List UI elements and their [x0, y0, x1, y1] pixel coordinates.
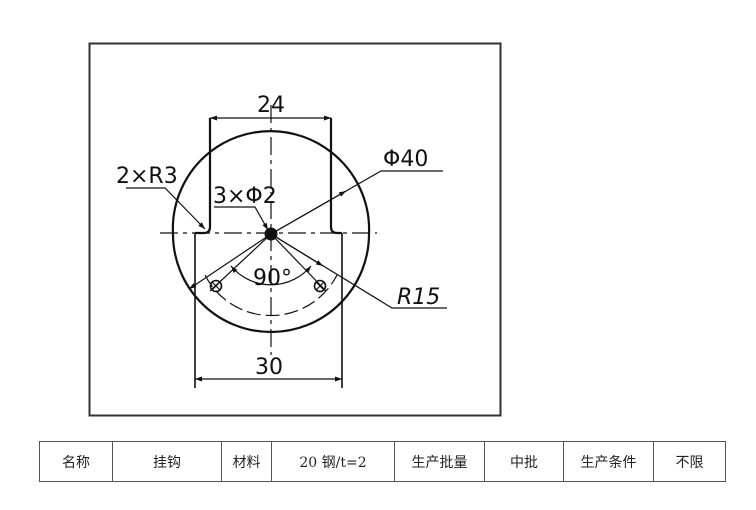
label-width-bottom: 30 — [255, 355, 283, 380]
angle-90-arc — [230, 265, 312, 286]
cell-name-value: 挂钩 — [112, 441, 222, 482]
cell-material-value: 20 钢/t=2 — [271, 441, 395, 482]
leader-holes — [214, 206, 269, 231]
technical-drawing: 24 Φ40 2×R3 3×Φ2 90° R15 30 — [88, 42, 502, 417]
leader-r3 — [126, 187, 206, 230]
label-width-top: 24 — [257, 93, 285, 118]
label-diameter-outer: Φ40 — [383, 147, 428, 172]
label-holes: 3×Φ2 — [213, 184, 277, 209]
label-radius-bolt-circle: R15 — [397, 285, 440, 310]
spec-row: 名称 挂钩 材料 20 钢/t=2 生产批量 中批 生产条件 不限 — [39, 441, 726, 482]
cell-condition-label: 生产条件 — [563, 441, 654, 482]
cell-condition-value: 不限 — [653, 441, 726, 482]
label-angle: 90° — [253, 266, 292, 291]
hole-right — [313, 279, 327, 293]
label-fillet: 2×R3 — [116, 164, 178, 189]
slot-left-wall — [195, 118, 212, 235]
spec-table: 名称 挂钩 材料 20 钢/t=2 生产批量 中批 生产条件 不限 — [39, 441, 726, 482]
cell-material-label: 材料 — [221, 441, 272, 482]
drawing-frame — [88, 42, 502, 417]
bolt-circle-arc — [204, 274, 338, 317]
cell-batch-label: 生产批量 — [394, 441, 485, 482]
cell-batch-value: 中批 — [484, 441, 564, 482]
cell-name-label: 名称 — [39, 441, 113, 482]
slot-right-wall — [329, 118, 342, 235]
